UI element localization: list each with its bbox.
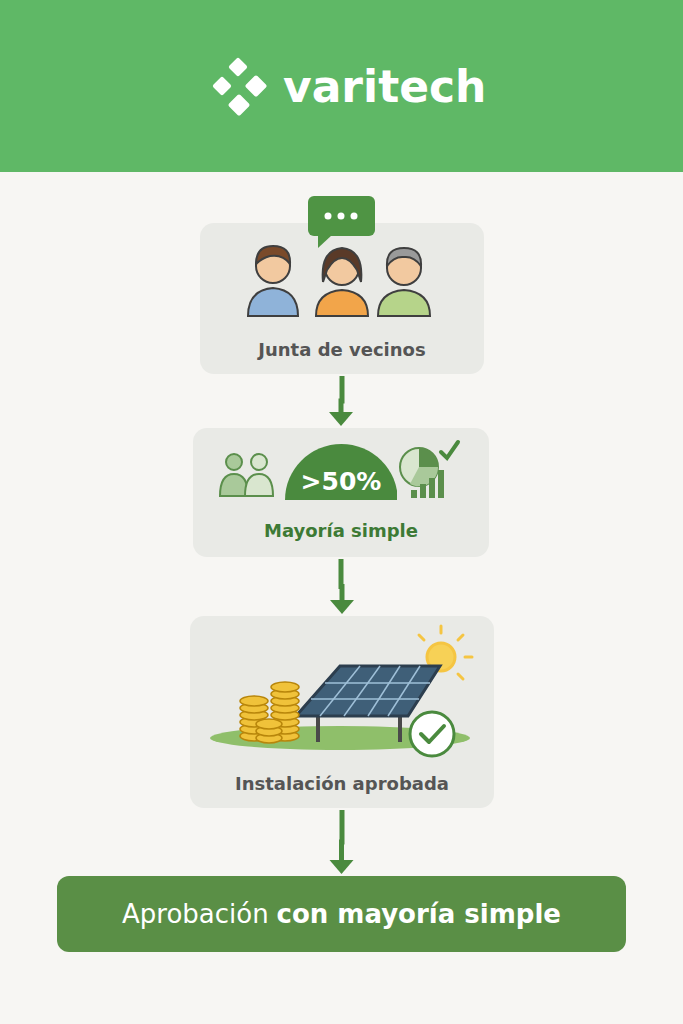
step-box: Mayoría simple >50% <box>193 428 489 557</box>
sun <box>419 626 472 679</box>
dome-fill <box>285 444 398 500</box>
flow-arrow <box>330 810 354 874</box>
logo-mark <box>212 57 267 116</box>
step-box: Instalación aprobada <box>190 616 494 808</box>
node-label: con mayoría simple <box>277 899 561 929</box>
arrow-head <box>330 860 354 874</box>
coins <box>240 682 299 743</box>
node-label: Junta de vecinos <box>258 339 425 360</box>
check-badge <box>410 712 454 756</box>
node-label: >50% <box>301 467 382 496</box>
header-band: varitech <box>0 0 683 172</box>
people-icon <box>248 246 430 316</box>
node-label: Mayoría simple <box>264 520 418 541</box>
result-box: Aprobación con mayoría simple <box>57 876 626 952</box>
node-label: varitech <box>283 61 486 112</box>
speech-bubble <box>308 196 375 248</box>
arrow-head <box>329 412 353 426</box>
arrow-head <box>330 600 354 614</box>
step-box: Junta de vecinos <box>200 223 484 374</box>
flow-arrow <box>329 376 353 426</box>
solar-panel <box>296 666 440 742</box>
solar-scene <box>210 626 472 756</box>
node-label: Aprobación <box>122 899 269 929</box>
voters-icon <box>220 454 273 496</box>
chart-icon <box>400 442 458 498</box>
arrow-shaft <box>341 376 342 414</box>
node-label: Instalación aprobada <box>235 773 449 794</box>
percent-dome: >50% <box>285 444 398 500</box>
arrow-shaft <box>341 559 342 602</box>
flow-arrow <box>330 559 354 614</box>
arrow-shaft <box>339 810 345 862</box>
